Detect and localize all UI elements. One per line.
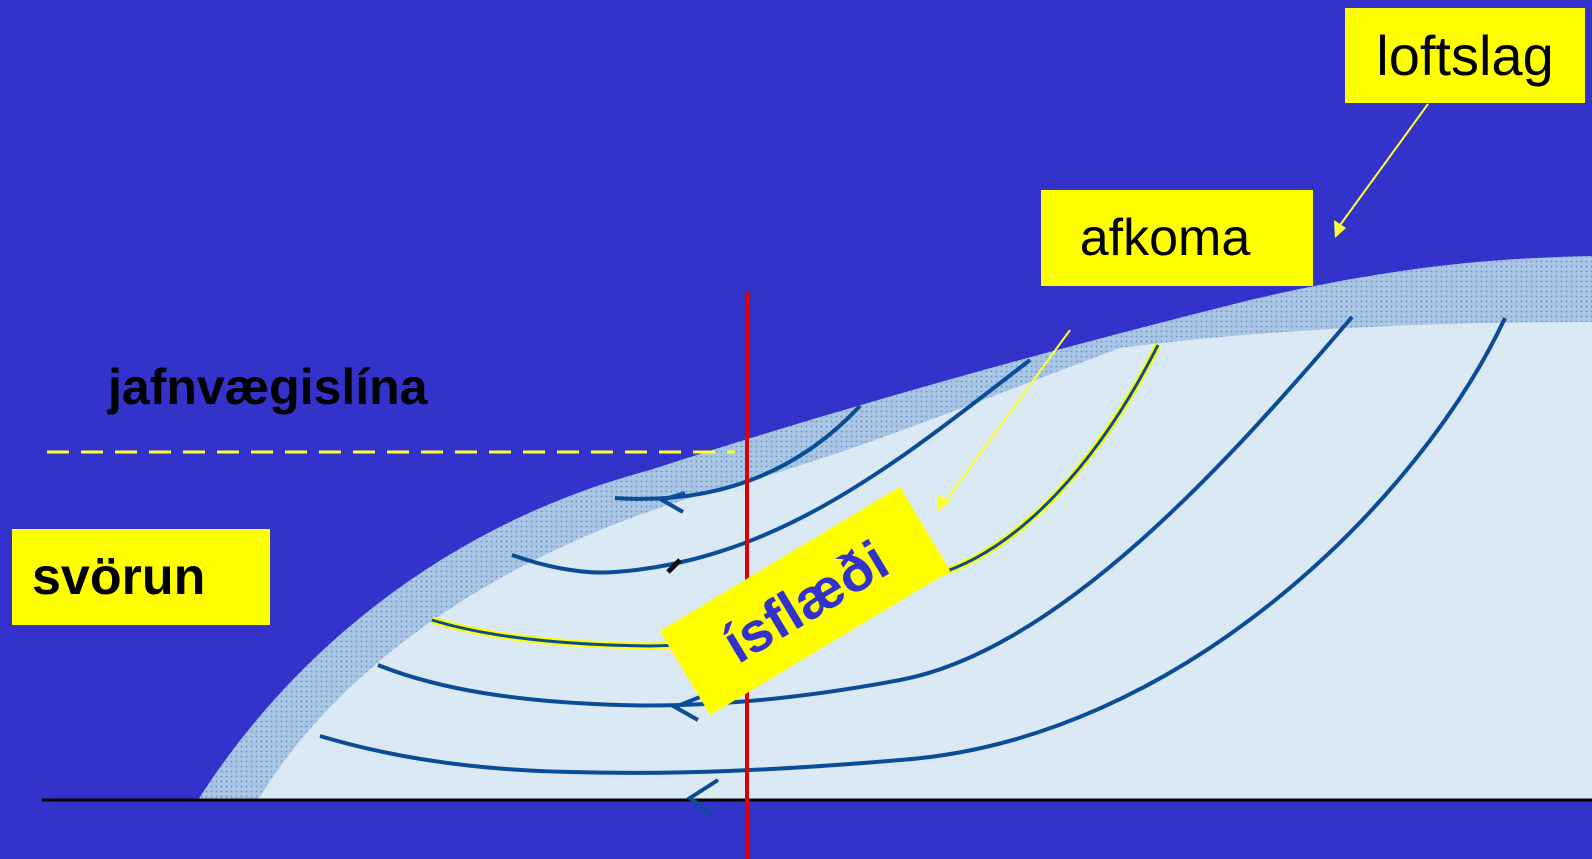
- flow-line-2: [511, 358, 1032, 575]
- climate-pointer-head: [1334, 220, 1346, 238]
- balance-pointer-line: [941, 329, 1071, 507]
- climate-label: loftslag: [1345, 8, 1585, 103]
- mass-balance-label: afkoma: [1041, 190, 1313, 286]
- flow-line-4: [377, 315, 1354, 708]
- balance-pointer-head: [937, 494, 950, 512]
- flow-arrow-1: [656, 491, 686, 514]
- flow-line-1: [614, 404, 862, 501]
- flow-line-5: [319, 317, 1507, 775]
- flow-arrow-2: [666, 558, 682, 574]
- climate-pointer-line: [1334, 103, 1429, 233]
- equilibrium-line-label: jafnvægislína: [108, 359, 428, 415]
- flow-arrow-5: [686, 778, 720, 817]
- ablation-label: svörun: [12, 529, 270, 625]
- flow-arrow-4: [670, 695, 701, 722]
